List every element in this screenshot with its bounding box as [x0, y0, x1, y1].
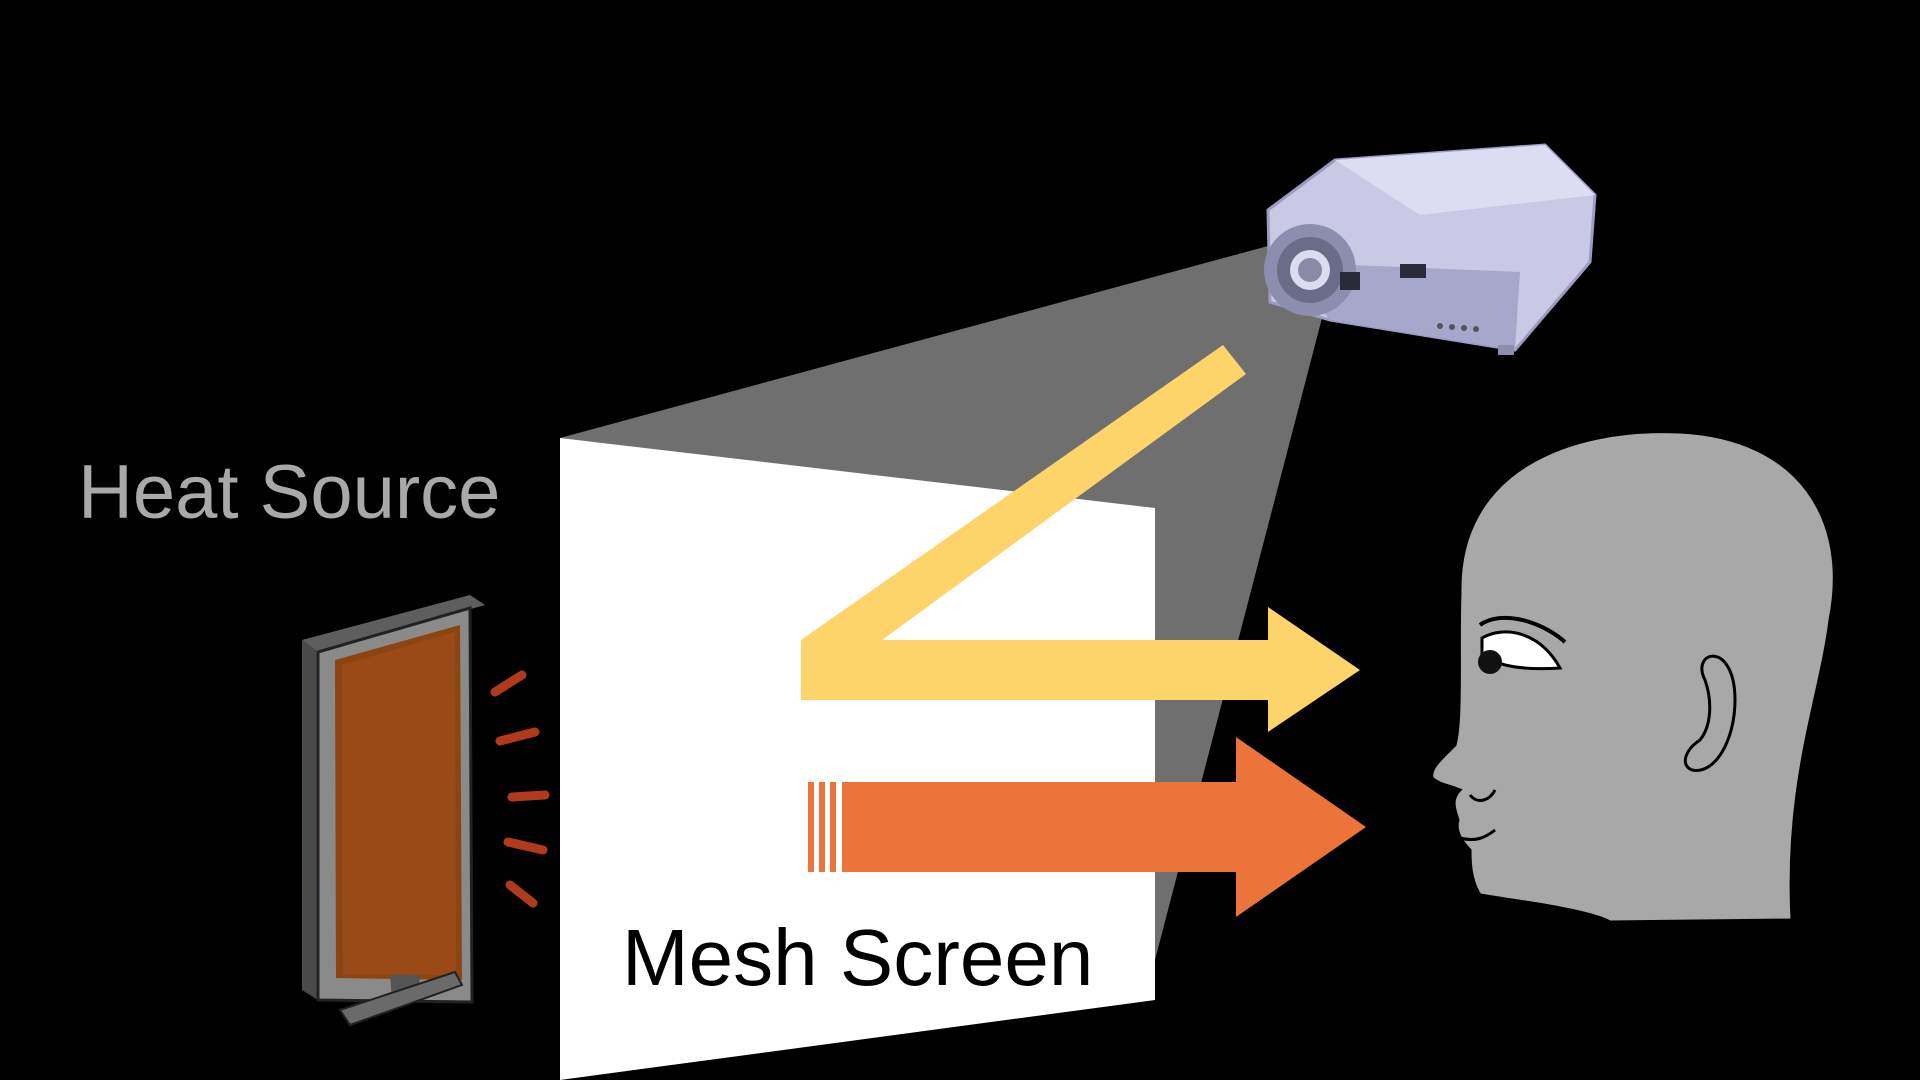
mesh-screen: [560, 438, 1155, 1080]
mesh-screen-label: Mesh Screen: [622, 913, 1094, 1002]
heat-arrow: [808, 737, 1366, 917]
human-head-icon: [1430, 430, 1836, 924]
heat-source-label: Heat Source: [78, 450, 501, 535]
light-arrow: [801, 345, 1360, 732]
heat-rays: [490, 670, 550, 908]
projector-icon: [1264, 143, 1597, 355]
heater-panel-icon: [302, 595, 485, 1027]
